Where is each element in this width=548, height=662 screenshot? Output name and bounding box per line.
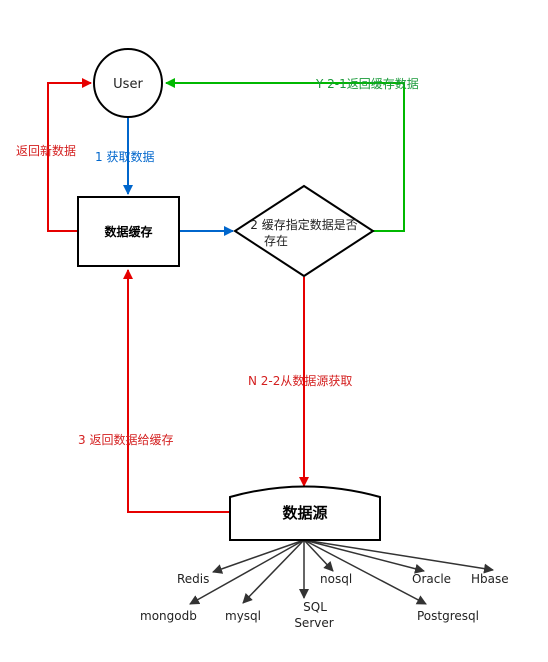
source-fanout-arrows	[189, 539, 494, 605]
source-oracle: Oracle	[412, 572, 451, 586]
source-mongodb: mongodb	[140, 609, 197, 623]
label-return-new-data: 返回新数据	[16, 143, 76, 158]
label-fetch-data: 1 获取数据	[95, 149, 154, 164]
source-redis: Redis	[177, 572, 209, 586]
data-source-node: 数据源	[229, 485, 381, 541]
edge-cache-to-user	[47, 78, 92, 232]
source-sql-server-line1: SQL	[303, 600, 327, 614]
source-postgresql: Postgresql	[417, 609, 479, 623]
arrow-to-mongodb	[189, 539, 305, 605]
source-labels: Redis mongodb mysql SQL Server nosql Ora…	[140, 572, 509, 630]
label-cache-hit: Y 2-1返回缓存数据	[315, 76, 419, 91]
arrow-to-nosql	[303, 539, 334, 572]
decision-node: 2 缓存指定数据是否 存在	[233, 184, 375, 278]
label-writeback: 3 返回数据给缓存	[78, 432, 173, 447]
arrow-to-redis	[212, 539, 305, 574]
decision-label-line2: 存在	[264, 234, 288, 248]
user-node: User	[93, 48, 163, 118]
cache-label: 数据缓存	[104, 224, 152, 239]
arrow-to-hbase	[303, 539, 494, 574]
source-mysql: mysql	[225, 609, 261, 623]
arrow-to-oracle	[303, 539, 425, 574]
arrow-to-mysql	[242, 539, 305, 604]
decision-label-line1: 2 缓存指定数据是否	[250, 217, 357, 232]
arrow-to-postgresql	[303, 539, 427, 605]
user-label: User	[113, 77, 143, 92]
edge-decision-to-user	[165, 78, 405, 232]
label-cache-miss: N 2-2从数据源获取	[248, 373, 352, 388]
source-hbase: Hbase	[471, 572, 509, 586]
cache-node: 数据缓存	[77, 196, 180, 267]
source-sql-server-line2: Server	[294, 616, 333, 630]
edge-source-to-cache	[123, 269, 230, 513]
data-source-label: 数据源	[282, 504, 327, 522]
source-nosql: nosql	[320, 572, 352, 586]
